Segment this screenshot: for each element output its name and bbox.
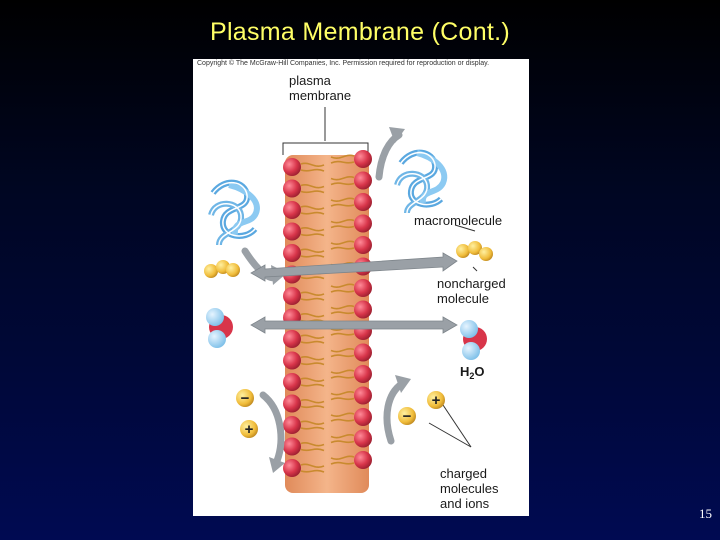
- phospholipid-head: [283, 158, 301, 176]
- phospholipid-heads-right: [354, 150, 372, 469]
- lipid-tail: [300, 399, 325, 409]
- lipid-tail: [330, 305, 355, 315]
- label-plasma: plasma: [289, 73, 331, 88]
- lipid-tail: [330, 176, 355, 186]
- lipid-tail: [300, 463, 325, 473]
- phospholipid-head: [283, 287, 301, 305]
- lipid-tail: [330, 391, 355, 401]
- lipid-tail: [300, 248, 325, 258]
- lipid-tail: [330, 283, 355, 293]
- arrow-head-ion-right: [395, 375, 411, 393]
- plus-ion-left-icon: [240, 420, 258, 438]
- lipid-tails-left: [300, 162, 325, 473]
- label-macromolecule: macromolecule: [414, 213, 503, 228]
- phospholipid-head: [283, 394, 301, 413]
- phospholipid-head: [354, 279, 372, 297]
- phospholipid-head: [283, 179, 301, 198]
- copyright-notice: Copyright © The McGraw-Hill Companies, I…: [197, 60, 490, 67]
- phospholipid-head: [283, 201, 301, 219]
- lipid-tail: [300, 162, 325, 172]
- phospholipid-heads-left: [283, 158, 301, 477]
- membrane-diagram: − + + −: [204, 107, 493, 493]
- water-transport-arrow: [250, 316, 458, 334]
- phospholipid-head: [354, 365, 372, 383]
- label-water-h: H: [460, 364, 470, 379]
- label-charged-molecules: molecules: [440, 481, 499, 496]
- minus-sign-right: −: [403, 408, 412, 425]
- phospholipid-head: [354, 429, 372, 448]
- phospholipid-head: [283, 330, 301, 348]
- lipid-tail: [300, 442, 325, 452]
- lipid-tail: [330, 197, 355, 207]
- lipid-tail: [300, 184, 325, 194]
- macromolecule-left-icon: [208, 179, 260, 246]
- phospholipid-head: [354, 300, 372, 319]
- plus-ion-right-icon: [427, 391, 445, 409]
- minus-ion-right-icon: [398, 407, 416, 425]
- plus-sign-left: +: [245, 421, 254, 438]
- phospholipid-head: [283, 459, 301, 477]
- phospholipid-head: [354, 171, 372, 190]
- ion-pointer-lines: [428, 224, 478, 448]
- label-charged: charged: [440, 466, 487, 481]
- phospholipid-head: [354, 214, 372, 233]
- phospholipid-head: [283, 222, 301, 241]
- phospholipid-head: [354, 343, 372, 362]
- arrow-head-right-curve: [389, 127, 405, 143]
- lipid-tail: [300, 227, 325, 237]
- phospholipid-head: [354, 451, 372, 469]
- plus-sign-right: +: [432, 392, 441, 409]
- lipid-tail: [300, 377, 325, 387]
- minus-ion-left-icon: [236, 389, 254, 407]
- slide-title: Plasma Membrane (Cont.): [209, 18, 511, 46]
- label-noncharged-molecule: molecule: [437, 291, 490, 306]
- lipid-tail: [330, 455, 355, 465]
- arrow-head-ion-left: [269, 457, 285, 473]
- label-noncharged: noncharged: [437, 276, 506, 291]
- phospholipid-head: [354, 193, 372, 211]
- membrane-bracket: [282, 107, 369, 155]
- label-water: H2O: [460, 365, 485, 383]
- lipid-tail: [300, 356, 325, 366]
- lipid-tail: [330, 369, 355, 379]
- phospholipid-head: [283, 437, 301, 456]
- lipid-tail: [300, 205, 325, 215]
- minus-sign-left: −: [241, 390, 250, 407]
- phospholipid-head: [354, 150, 372, 168]
- phospholipid-head: [354, 408, 372, 426]
- label-water-subscript: 2: [469, 371, 475, 381]
- slide-number: 15: [699, 506, 712, 521]
- label-water-o: O: [474, 364, 485, 379]
- phospholipid-head: [283, 416, 301, 434]
- macromolecule-right-icon: [394, 149, 448, 214]
- water-molecule-right-icon: [460, 320, 487, 360]
- noncharged-molecule-right-icon: [456, 241, 493, 261]
- lipid-tail: [330, 434, 355, 444]
- phospholipid-head: [283, 373, 301, 391]
- lipid-tail: [330, 154, 355, 164]
- lipid-tail: [300, 420, 325, 430]
- phospholipid-head: [354, 386, 372, 405]
- lipid-tail: [330, 240, 355, 250]
- label-membrane: membrane: [289, 88, 352, 103]
- phospholipid-head: [283, 351, 301, 370]
- lipid-tail: [300, 291, 325, 301]
- membrane-figure: Copyright © The McGraw-Hill Companies, I…: [193, 59, 529, 516]
- noncharged-transport-arrow: [250, 252, 458, 282]
- phospholipid-head: [354, 236, 372, 254]
- lipid-tail: [330, 348, 355, 358]
- lipid-tail: [300, 334, 325, 344]
- lipid-tail: [330, 219, 355, 229]
- water-molecule-left-icon: [206, 308, 233, 348]
- label-and-ions: and ions: [440, 496, 490, 511]
- phospholipid-head: [283, 244, 301, 262]
- noncharged-molecule-left-icon: [204, 260, 240, 278]
- lipid-tail: [330, 412, 355, 422]
